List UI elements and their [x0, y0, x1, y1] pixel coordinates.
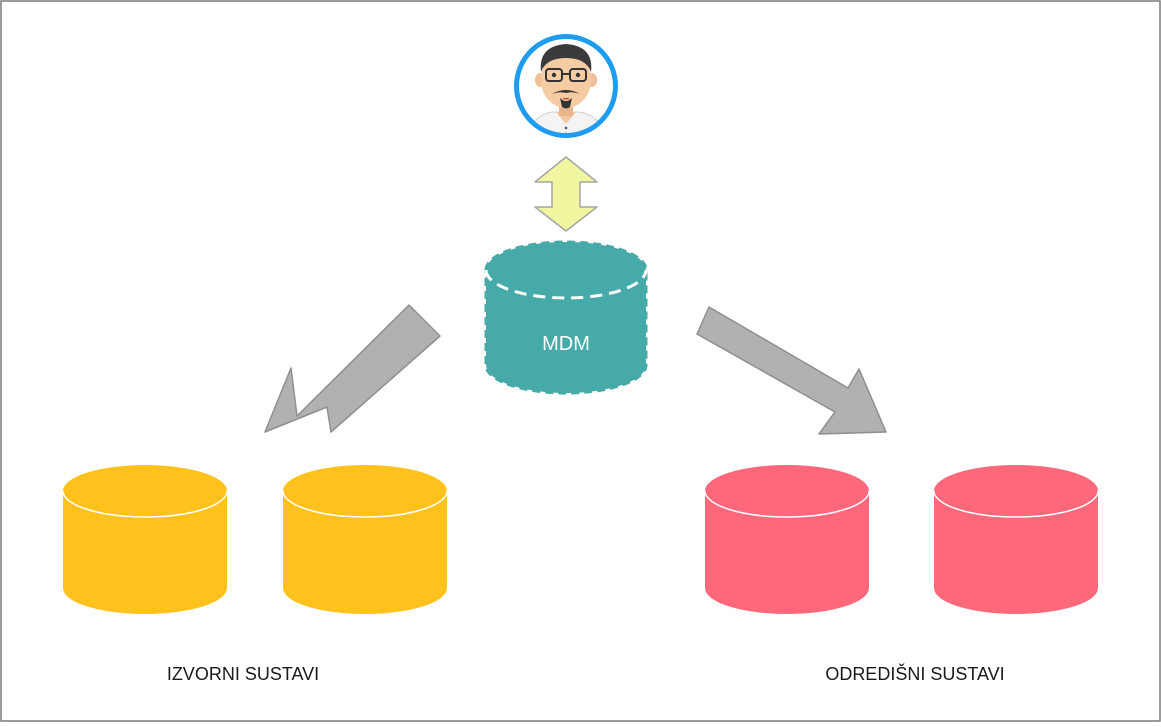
arrow-to-target-systems	[696, 306, 887, 435]
source-system-cylinder	[62, 465, 228, 614]
mdm-label: MDM	[542, 333, 590, 355]
target-system-cylinder	[933, 465, 1099, 614]
mdm-hub-cylinder: MDM	[484, 240, 648, 395]
user-avatar-icon	[514, 34, 618, 138]
target-systems-label: ODREDIŠNI SUSTAVI	[825, 663, 1004, 684]
source-system-cylinder	[282, 465, 448, 614]
arrow-to-source-systems	[264, 304, 441, 433]
source-systems-label: IZVORNI SUSTAVI	[167, 664, 319, 684]
target-system-cylinder	[704, 465, 870, 614]
user-hub-double-arrow	[534, 156, 598, 232]
